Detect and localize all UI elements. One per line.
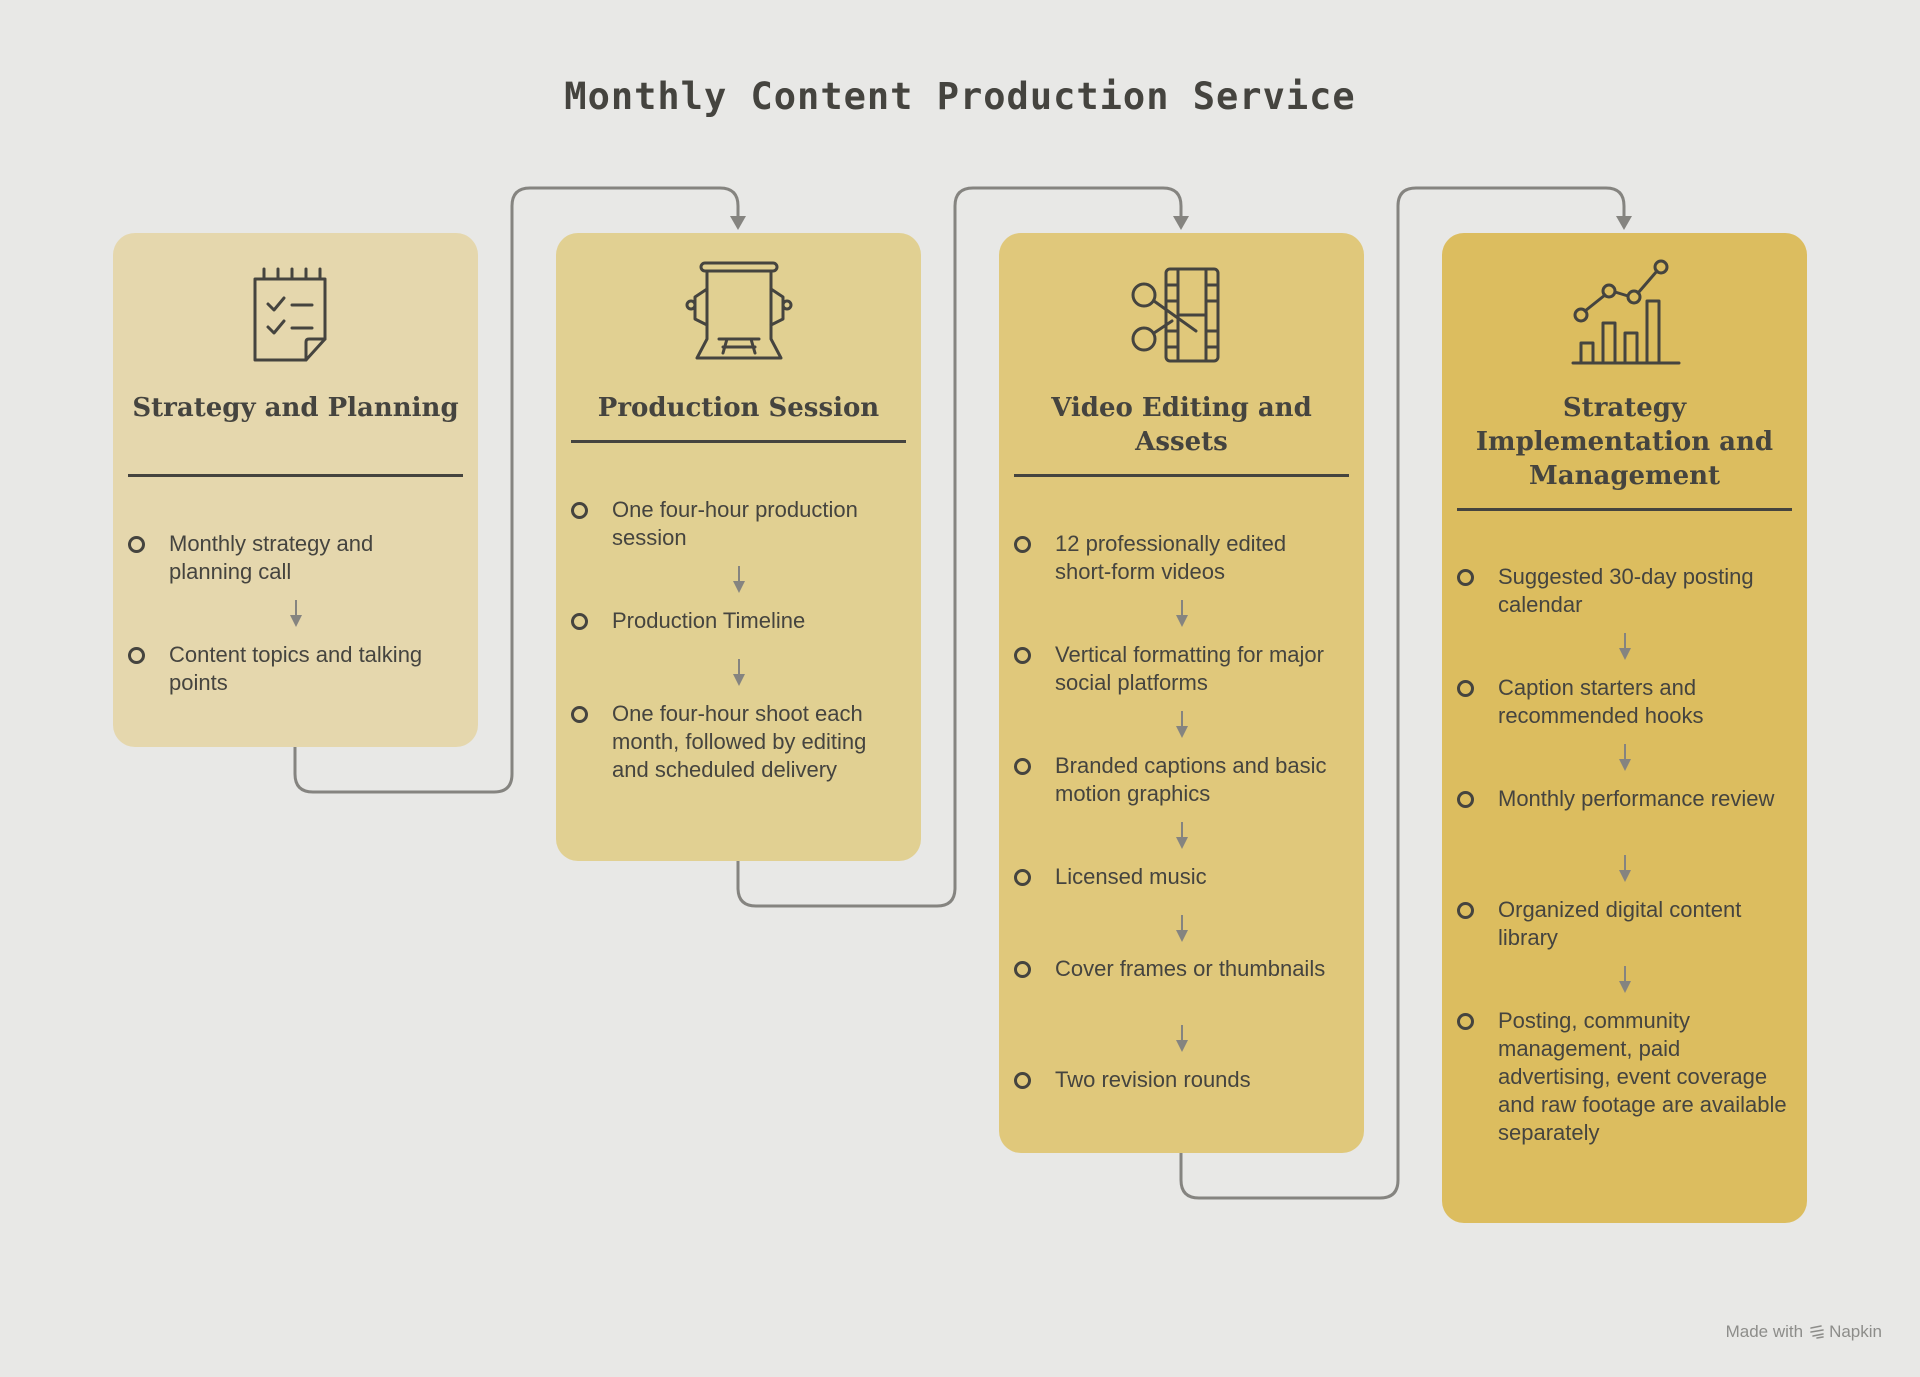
step-card-production-session: Production Session One four-hour product… <box>556 233 921 861</box>
down-arrow-icon <box>1176 711 1188 738</box>
diagram-title: Monthly Content Production Service <box>564 75 1356 118</box>
scissors-film-strip-icon <box>1131 267 1220 363</box>
connector-arrowhead <box>1173 216 1189 230</box>
bullet-circle-icon <box>1457 1013 1474 1030</box>
down-arrow-icon <box>1176 1025 1188 1052</box>
growth-chart-icon <box>1571 259 1681 365</box>
bullet-circle-icon <box>571 706 588 723</box>
step-heading: Production Session <box>597 393 880 423</box>
list-item-text: Posting, community management, paid adve… <box>1498 1008 1787 1145</box>
bullet-circle-icon <box>1457 902 1474 919</box>
bullet-circle-icon <box>1014 1072 1031 1089</box>
list-item-text: Cover frames or thumbnails <box>1055 956 1326 981</box>
down-arrow-icon <box>1176 600 1188 627</box>
bullet-circle-icon <box>1014 536 1031 553</box>
list-item-text: Monthly strategy and planning call <box>169 531 374 584</box>
connector-arrowhead <box>730 216 746 230</box>
bullet-circle-icon <box>1014 961 1031 978</box>
list-item-text: Branded captions and basic motion graphi… <box>1055 753 1327 806</box>
bullet-circle-icon <box>1014 869 1031 886</box>
down-arrow-icon <box>1619 633 1631 660</box>
step-heading: Strategy and Planning <box>132 393 459 423</box>
down-arrow-icon <box>290 600 302 627</box>
bullet-circle-icon <box>1457 791 1474 808</box>
step-card-strategy-planning: Strategy and Planning Monthly strategy a… <box>113 233 478 747</box>
list-item-text: Suggested 30-day posting calendar <box>1498 564 1754 617</box>
watermark-prefix: Made with <box>1725 1322 1804 1341</box>
list-item-text: One four-hour production session <box>612 497 858 550</box>
list-item-text: Licensed music <box>1055 864 1207 889</box>
list-item-text: Two revision rounds <box>1055 1067 1251 1092</box>
heading-divider <box>571 440 906 443</box>
napkin-logo-icon <box>1810 1325 1824 1339</box>
down-arrow-icon <box>1619 966 1631 993</box>
list-item-text: 12 professionally edited short-form vide… <box>1055 531 1287 584</box>
bullet-circle-icon <box>128 647 145 664</box>
film-studio-set-icon <box>685 261 793 360</box>
list-item-text: Monthly performance review <box>1498 786 1775 811</box>
watermark-brand: Napkin <box>1829 1322 1882 1341</box>
down-arrow-icon <box>1619 855 1631 882</box>
checklist-calendar-icon <box>253 267 327 362</box>
bullet-circle-icon <box>571 613 588 630</box>
down-arrow-icon <box>1176 915 1188 942</box>
heading-divider <box>1014 474 1349 477</box>
bullet-circle-icon <box>1014 758 1031 775</box>
step-card-strategy-implementation: Strategy Implementation and Management S… <box>1442 233 1807 1223</box>
list-item-text: Production Timeline <box>612 608 806 633</box>
list-item-text: Vertical formatting for major social pla… <box>1055 642 1324 695</box>
down-arrow-icon <box>733 659 745 686</box>
down-arrow-icon <box>1176 822 1188 849</box>
bullet-circle-icon <box>128 536 145 553</box>
bullet-circle-icon <box>1457 680 1474 697</box>
list-item-text: Organized digital content library <box>1498 897 1742 950</box>
step-heading: Video Editing and Assets <box>1051 393 1312 457</box>
made-with-napkin-watermark: Made with Napkin <box>1726 1322 1882 1342</box>
down-arrow-icon <box>1619 744 1631 771</box>
heading-divider <box>128 474 463 477</box>
bullet-circle-icon <box>1014 647 1031 664</box>
bullet-circle-icon <box>1457 569 1474 586</box>
list-item-text: One four-hour shoot each month, followed… <box>612 701 867 782</box>
bullet-circle-icon <box>571 502 588 519</box>
step-heading: Strategy Implementation and Management <box>1475 393 1774 491</box>
list-item-text: Caption starters and recommended hooks <box>1498 675 1704 728</box>
step-card-video-editing-assets: Video Editing and Assets 12 professional… <box>999 233 1364 1153</box>
connector-arrowhead <box>1616 216 1632 230</box>
list-item-text: Content topics and talking points <box>169 642 423 695</box>
down-arrow-icon <box>733 566 745 593</box>
heading-divider <box>1457 508 1792 511</box>
